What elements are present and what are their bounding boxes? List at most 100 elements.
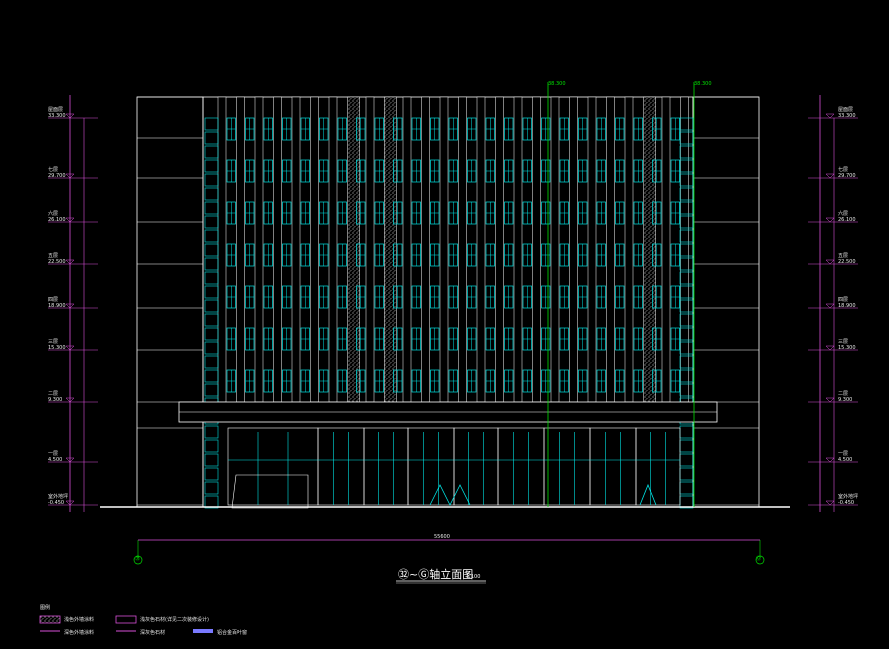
level-value-right: 22.500 (838, 259, 856, 265)
level-label-left: 室外地坪 (48, 493, 68, 500)
facade-pilaster (402, 96, 412, 403)
facade-pilaster (273, 96, 282, 403)
side-glass-strip-right (679, 117, 694, 131)
side-glass-strip-left (204, 201, 219, 215)
level-label-right: 二层 (838, 391, 848, 397)
level-value-right: 15.300 (838, 345, 856, 351)
level-value-left: 29.700 (48, 173, 66, 179)
side-glass-strip-right (679, 173, 694, 187)
level-label-left: 二层 (48, 391, 58, 397)
side-glass-strip-left (204, 271, 219, 285)
side-glass-strip-left (204, 145, 219, 159)
side-glass-strip-left (204, 495, 219, 509)
facade-pilaster (661, 96, 671, 403)
level-value-right: 33.300 (838, 113, 856, 119)
level-symbol-left (65, 217, 75, 223)
side-glass-strip-right (679, 369, 694, 383)
level-symbol-left (65, 457, 75, 463)
side-glass-strip-right (679, 355, 694, 369)
ground-bay (543, 427, 591, 506)
side-glass-strip-right (679, 285, 694, 299)
level-value-left: 4.500 (48, 457, 62, 463)
level-symbol-left (65, 345, 75, 351)
facade-pilaster (624, 96, 634, 403)
level-label-left: 屋面层 (48, 107, 63, 113)
side-glass-strip-left (204, 285, 219, 299)
side-glass-strip-left (204, 299, 219, 313)
side-glass-strip-right (679, 453, 694, 467)
level-value-left: 22.500 (48, 259, 66, 265)
facade-pilaster (458, 96, 467, 403)
facade-pilaster (291, 96, 301, 403)
level-symbol-right (825, 113, 835, 119)
facade-pilaster (328, 96, 338, 403)
level-label-right: 屋面层 (838, 107, 853, 113)
side-glass-strip-right (679, 383, 694, 397)
level-label-left: 四层 (48, 297, 58, 303)
side-glass-strip-left (204, 355, 219, 369)
level-value-right: 26.100 (838, 217, 856, 223)
level-symbol-left (65, 303, 75, 309)
level-symbol-left (65, 113, 75, 119)
level-value-left: 26.100 (48, 217, 66, 223)
ground-bay (497, 427, 545, 506)
side-glass-strip-left (204, 383, 219, 397)
side-glass-strip-right (679, 299, 694, 313)
side-glass-strip-right (679, 467, 694, 481)
level-symbol-left (65, 397, 75, 403)
level-value-left: 18.900 (48, 303, 66, 309)
level-value-right: -0.450 (838, 500, 854, 506)
level-symbol-right (825, 173, 835, 179)
facade-pilaster (236, 96, 245, 403)
level-label-right: 四层 (838, 297, 848, 303)
level-label-right: 七层 (838, 166, 848, 173)
side-glass-strip-left (204, 187, 219, 201)
level-symbol-right (825, 500, 835, 506)
level-label-left: 一层 (48, 451, 58, 457)
side-glass-strip-left (204, 215, 219, 229)
level-symbol-right (825, 457, 835, 463)
side-glass-strip-left (204, 257, 219, 271)
level-label-right: 一层 (838, 451, 848, 457)
side-glass-strip-right (679, 215, 694, 229)
level-symbol-left (65, 500, 75, 506)
facade-pilaster (532, 96, 541, 403)
facade-pilaster (495, 96, 504, 403)
ground-bay (635, 427, 681, 506)
side-glass-strip-left (204, 243, 219, 257)
side-glass-strip-left (204, 369, 219, 383)
entrance-door (429, 484, 471, 506)
side-glass-strip-right (679, 229, 694, 243)
side-glass-strip-right (679, 159, 694, 173)
level-label-right: 五层 (838, 253, 848, 259)
side-glass-strip-left (204, 439, 219, 453)
side-glass-strip-right (679, 425, 694, 439)
side-glass-strip-left (204, 313, 219, 327)
level-symbol-right (825, 217, 835, 223)
level-symbol-right (825, 345, 835, 351)
facade-pilaster (310, 96, 319, 403)
side-glass-strip-left (204, 173, 219, 187)
side-glass-strip-left (204, 131, 219, 145)
side-glass-strip-right (679, 187, 694, 201)
side-glass-strip-left (204, 341, 219, 355)
ground-bay (589, 427, 637, 506)
facade-pilaster (217, 96, 227, 403)
axis-bubble-right (755, 555, 765, 565)
entrance-ramp (231, 474, 309, 509)
left-wing-outline (136, 96, 204, 508)
facade-pilaster (254, 96, 264, 403)
side-glass-strip-right (679, 257, 694, 271)
facade-pilaster (569, 96, 578, 403)
facade-pilaster (587, 96, 597, 403)
facade-pilaster (439, 96, 449, 403)
side-glass-strip-right (679, 481, 694, 495)
level-label-right: 室外地坪 (838, 493, 858, 500)
level-value-right: 9.300 (838, 397, 852, 403)
side-glass-strip-left (204, 229, 219, 243)
level-value-left: 33.300 (48, 113, 66, 119)
facade-pilaster (365, 96, 375, 403)
side-glass-strip-left (204, 117, 219, 131)
side-glass-strip-left (204, 481, 219, 495)
